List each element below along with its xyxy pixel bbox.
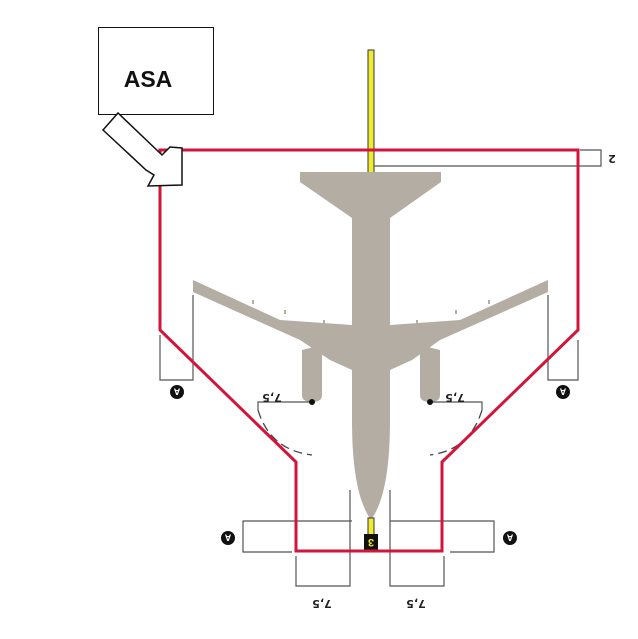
asa-arrow-icon: [101, 111, 183, 187]
aircraft-silhouette: [193, 172, 548, 520]
nose-guideline: [364, 517, 378, 550]
marker-a-left-tail: A: [221, 531, 235, 545]
engine-danger-arcs: [257, 409, 483, 456]
right-engine-point: [427, 399, 433, 405]
marker-a-right-tail: A: [503, 531, 517, 545]
dim-left-engine: 7,5: [262, 391, 282, 404]
svg-text:A: A: [506, 533, 513, 543]
dim-top-clearance: 2: [608, 152, 616, 165]
svg-text:A: A: [173, 387, 180, 397]
dim-right-engine: 7,5: [445, 391, 465, 404]
marker-a-right-wing: A: [556, 385, 570, 399]
safety-zone-outline: [158, 148, 580, 553]
dim-bottom-left: 7,5: [312, 597, 332, 610]
svg-text:A: A: [224, 533, 231, 543]
stop-marker-label: 3: [368, 536, 374, 548]
lead-in-line: [367, 49, 375, 181]
dim-bottom-right: 7,5: [406, 597, 426, 610]
asa-callout-box: ASA: [98, 27, 214, 115]
left-engine-point: [309, 399, 315, 405]
svg-text:A: A: [559, 387, 566, 397]
asa-label: ASA: [123, 66, 173, 92]
marker-a-left-wing: A: [170, 385, 184, 399]
